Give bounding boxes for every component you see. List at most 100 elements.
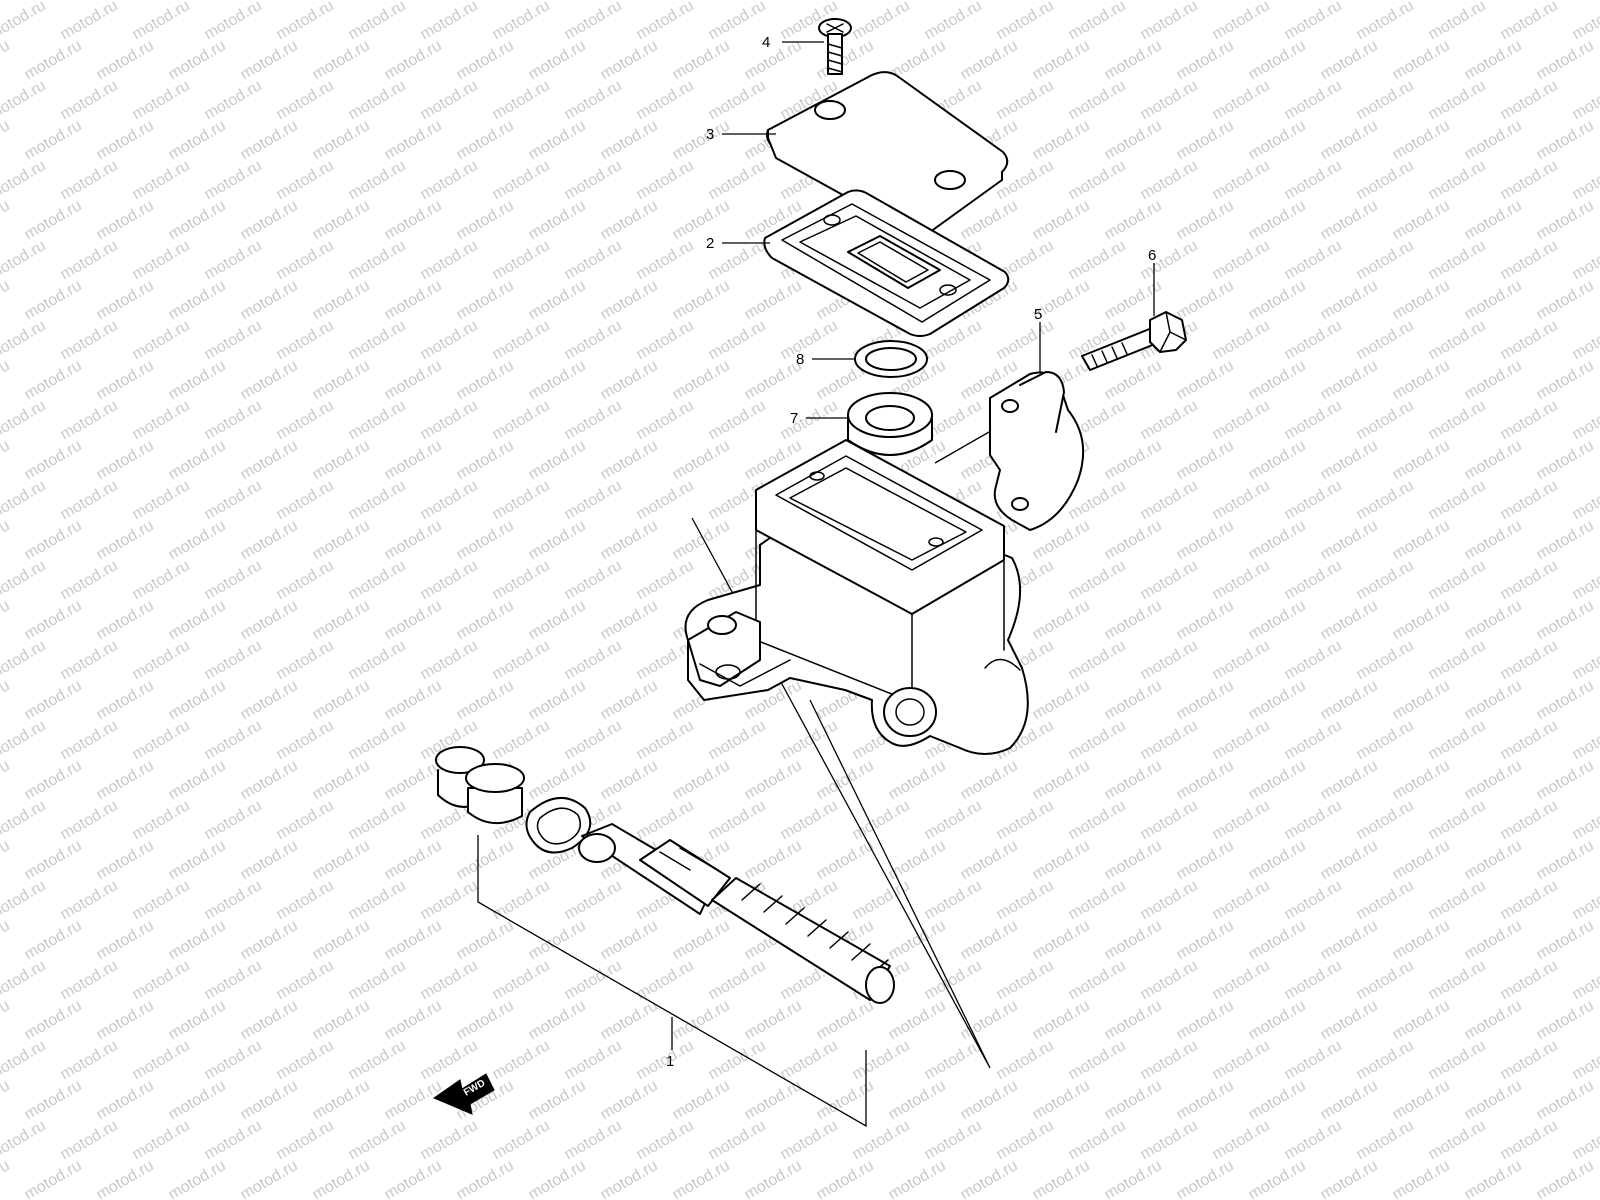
- watermark-text: motod.ru: [274, 77, 337, 123]
- master-cylinder-body: [684, 439, 1029, 755]
- watermark-text: motod.ru: [58, 1037, 121, 1083]
- watermark-text: motod.ru: [94, 37, 157, 83]
- watermark-text: motod.ru: [490, 877, 553, 923]
- watermark-text: motod.ru: [382, 197, 445, 243]
- watermark-text: motod.ru: [1102, 37, 1165, 83]
- watermark-text: motod.ru: [1210, 877, 1273, 923]
- watermark-text: motod.ru: [382, 117, 445, 163]
- watermark-text: motod.ru: [958, 37, 1021, 83]
- watermark-text: motod.ru: [886, 757, 949, 803]
- watermark-text: motod.ru: [238, 677, 301, 723]
- watermark-text: motod.ru: [274, 477, 337, 523]
- watermark-text: motod.ru: [0, 477, 49, 523]
- watermark-text: motod.ru: [742, 1077, 805, 1123]
- watermark-text: motod.ru: [598, 1077, 661, 1123]
- watermark-text: motod.ru: [418, 957, 481, 1003]
- watermark-text: motod.ru: [850, 877, 913, 923]
- watermark-text: motod.ru: [562, 477, 625, 523]
- watermark-text: motod.ru: [130, 77, 193, 123]
- watermark-text: motod.ru: [1426, 1037, 1489, 1083]
- watermark-text: motod.ru: [22, 917, 85, 963]
- watermark-text: motod.ru: [0, 917, 13, 963]
- watermark-text: motod.ru: [1102, 1157, 1165, 1200]
- watermark-text: motod.ru: [238, 837, 301, 883]
- watermark-text: motod.ru: [526, 517, 589, 563]
- watermark-text: motod.ru: [778, 397, 841, 443]
- watermark-text: motod.ru: [310, 997, 373, 1043]
- watermark-text: motod.ru: [382, 437, 445, 483]
- watermark-text: motod.ru: [490, 717, 553, 763]
- watermark-text: motod.ru: [94, 437, 157, 483]
- watermark-text: motod.ru: [454, 917, 517, 963]
- part-1-boot: [435, 746, 525, 824]
- watermark-text: motod.ru: [1498, 397, 1561, 443]
- watermark-text: motod.ru: [1066, 157, 1129, 203]
- watermark-text: motod.ru: [1210, 77, 1273, 123]
- watermark-text: motod.ru: [1426, 797, 1489, 843]
- watermark-text: motod.ru: [1426, 317, 1489, 363]
- watermark-text: motod.ru: [886, 1157, 949, 1200]
- watermark-text: motod.ru: [1282, 1037, 1345, 1083]
- watermark-text: motod.ru: [814, 997, 877, 1043]
- watermark-text: motod.ru: [850, 1037, 913, 1083]
- watermark-text: motod.ru: [706, 77, 769, 123]
- watermark-text: motod.ru: [202, 237, 265, 283]
- watermark-text: motod.ru: [526, 1077, 589, 1123]
- watermark-text: motod.ru: [598, 757, 661, 803]
- watermark-text: motod.ru: [0, 757, 13, 803]
- watermark-text: motod.ru: [922, 877, 985, 923]
- watermark-text: motod.ru: [382, 517, 445, 563]
- watermark-text: motod.ru: [1174, 357, 1237, 403]
- watermark-text: motod.ru: [1174, 1077, 1237, 1123]
- watermark-text: motod.ru: [382, 277, 445, 323]
- watermark-text: motod.ru: [1534, 917, 1597, 963]
- watermark-text: motod.ru: [490, 1117, 553, 1163]
- watermark-text: motod.ru: [58, 717, 121, 763]
- watermark-text: motod.ru: [382, 997, 445, 1043]
- watermark-text: motod.ru: [1210, 957, 1273, 1003]
- watermark-text: motod.ru: [1534, 997, 1597, 1043]
- watermark-text: motod.ru: [346, 797, 409, 843]
- watermark-text: motod.ru: [1426, 397, 1489, 443]
- watermark-text: motod.ru: [0, 77, 49, 123]
- watermark-text: motod.ru: [274, 637, 337, 683]
- watermark-text: motod.ru: [1354, 1037, 1417, 1083]
- watermark-text: motod.ru: [130, 557, 193, 603]
- watermark-text: motod.ru: [0, 0, 49, 43]
- watermark-text: motod.ru: [274, 717, 337, 763]
- watermark-text: motod.ru: [1138, 957, 1201, 1003]
- watermark-text: motod.ru: [1390, 677, 1453, 723]
- watermark-text: motod.ru: [0, 1037, 49, 1083]
- watermark-text: motod.ru: [346, 157, 409, 203]
- watermark-text: motod.ru: [418, 877, 481, 923]
- watermark-text: motod.ru: [382, 837, 445, 883]
- watermark-text: motod.ru: [1030, 917, 1093, 963]
- watermark-text: motod.ru: [778, 717, 841, 763]
- watermark-text: motod.ru: [490, 1037, 553, 1083]
- watermark-text: motod.ru: [310, 277, 373, 323]
- watermark-text: motod.ru: [238, 277, 301, 323]
- watermark-text: motod.ru: [1426, 237, 1489, 283]
- watermark-text: motod.ru: [274, 1037, 337, 1083]
- watermark-text: motod.ru: [1030, 1157, 1093, 1200]
- watermark-text: motod.ru: [562, 317, 625, 363]
- watermark-text: motod.ru: [94, 117, 157, 163]
- watermark-text: motod.ru: [598, 677, 661, 723]
- watermark-text: motod.ru: [238, 917, 301, 963]
- watermark-text: motod.ru: [1570, 717, 1600, 763]
- watermark-text: motod.ru: [1138, 637, 1201, 683]
- watermark-text: motod.ru: [418, 157, 481, 203]
- watermark-text: motod.ru: [310, 1077, 373, 1123]
- watermark-text: motod.ru: [454, 117, 517, 163]
- watermark-text: motod.ru: [526, 917, 589, 963]
- watermark-text: motod.ru: [0, 157, 49, 203]
- watermark-text: motod.ru: [130, 237, 193, 283]
- watermark-text: motod.ru: [526, 437, 589, 483]
- callout-leaders: [671, 41, 1155, 1050]
- part-7-bushing: [847, 392, 933, 456]
- watermark-text: motod.ru: [202, 317, 265, 363]
- watermark-text: motod.ru: [1246, 917, 1309, 963]
- watermark-text: motod.ru: [1498, 0, 1561, 43]
- watermark-text: motod.ru: [1534, 517, 1597, 563]
- watermark-text: motod.ru: [670, 757, 733, 803]
